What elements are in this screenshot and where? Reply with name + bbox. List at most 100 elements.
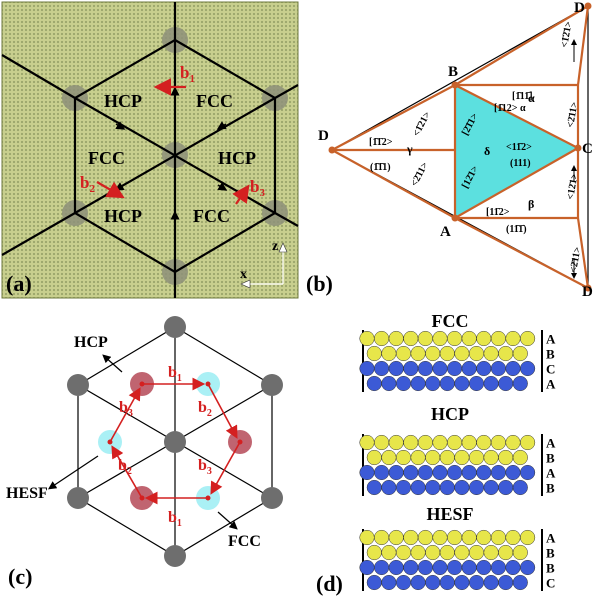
axis-indicator: z x: [240, 239, 288, 289]
region-label-fcc-bottom: FCC: [193, 206, 230, 226]
stack-atom: [461, 330, 477, 347]
dir-inner-right: <11̄2>: [506, 142, 532, 153]
stack-atom: [374, 330, 390, 347]
stack-atom: [447, 434, 463, 451]
pointer-arrows: [48, 354, 238, 530]
stack-atom: [410, 345, 426, 362]
stack-atom: [461, 559, 477, 576]
stack-atom: [439, 479, 455, 496]
circuit-node: [205, 495, 211, 501]
b3-label-a: b3: [250, 177, 265, 199]
b2-arrow: [96, 181, 125, 199]
b1-label-c-bottom: b1: [168, 509, 182, 529]
stack-atom: [403, 529, 419, 546]
stack-atom: [388, 360, 404, 377]
stack-layer-letter: A: [546, 436, 556, 451]
vertex-d-bottom: [584, 284, 592, 292]
stack-atom: [403, 330, 419, 347]
region-label-hcp-bottom: HCP: [104, 206, 142, 226]
stack-atom: [425, 345, 441, 362]
stack-atom: [447, 529, 463, 546]
stack-atom: [381, 449, 397, 466]
line-arrow: [115, 121, 126, 130]
stack-atom: [520, 360, 536, 377]
stack-atom: [388, 559, 404, 576]
stack-atom: [483, 375, 499, 392]
stack-atom: [366, 449, 382, 466]
line-arrow: [216, 121, 227, 130]
vertex-c: [574, 144, 582, 152]
stack-atom: [505, 529, 521, 546]
stack-atom: [476, 464, 492, 481]
stack-atom: [461, 360, 477, 377]
stack-atom: [374, 360, 390, 377]
atom-gray: [261, 487, 283, 509]
vertex-d-left: [328, 146, 336, 154]
stack-atom: [520, 559, 536, 576]
stack-atom: [388, 434, 404, 451]
stack-layer-letter: B: [546, 546, 555, 561]
greek-delta: δ: [484, 144, 490, 158]
dir-bottom-plane: (11̄1̄): [506, 224, 527, 235]
dir-top-mid: [1̄11̄]: [512, 91, 533, 102]
stack-atom: [410, 375, 426, 392]
stack-title: HCP: [431, 404, 469, 424]
vertex-label-d-top: D: [574, 0, 585, 16]
stack-atom: [395, 375, 412, 392]
stack-atom: [512, 574, 528, 591]
line-arrow: [217, 182, 228, 191]
stack-atom: [454, 574, 470, 591]
vertex-label-a: A: [440, 224, 451, 240]
stack-atom: [417, 464, 433, 481]
stack-atom: [417, 434, 433, 451]
label-fcc-c: FCC: [228, 533, 261, 550]
stack-atom: [454, 449, 470, 466]
dir-left: [1̄1̄2>: [369, 137, 393, 148]
stack-atom: [490, 464, 506, 481]
panel-d-tag: (d): [316, 571, 343, 596]
stack-atom: [520, 529, 536, 546]
stack-atom: [366, 544, 382, 561]
stack-atom: [476, 529, 492, 546]
stack-atom: [366, 345, 382, 362]
stack-atom: [505, 360, 521, 377]
circuit-node: [139, 381, 145, 387]
dir-left-lower: <2̄11>: [409, 160, 431, 188]
label-hcp-c: HCP: [74, 334, 108, 351]
stack-atom: [512, 375, 528, 392]
stack-atom: [439, 375, 455, 392]
dir-bottom-right-out: <2̄11>: [568, 246, 583, 274]
stack-atom: [359, 434, 375, 451]
stack-atom: [490, 330, 506, 347]
stack-layer-letter: A: [546, 332, 556, 347]
stack-atom: [359, 330, 375, 347]
b3-arrow: [232, 184, 250, 205]
vertex-d-top: [584, 2, 592, 10]
stack-atom: [381, 345, 397, 362]
stack-atom: [476, 559, 492, 576]
dir-left-plane: (1̄1̄1): [370, 162, 391, 173]
stack-atom: [468, 544, 485, 561]
stack-atom: [410, 449, 426, 466]
stack-atom: [425, 544, 441, 561]
stack-layer-letter: A: [546, 531, 556, 546]
vertex-label-b: B: [448, 64, 458, 80]
stack-atom: [505, 330, 521, 347]
stack-atom: [468, 479, 485, 496]
stack-atom: [410, 574, 426, 591]
stack-atom: [403, 434, 419, 451]
stack-atom: [425, 375, 441, 392]
stack-atom: [505, 559, 521, 576]
stack-atom: [417, 529, 433, 546]
stack-atom: [417, 559, 433, 576]
stack-atom: [468, 449, 485, 466]
stack-atom: [374, 559, 390, 576]
atom-lattice-background: [1, 1, 299, 299]
stack-atom: [403, 360, 419, 377]
vertex-label-d-left: D: [318, 128, 329, 144]
stack-atom: [454, 479, 470, 496]
b2-label-a: b2: [80, 173, 95, 195]
stack-atom: [359, 529, 375, 546]
stack-layer-letter: B: [546, 481, 555, 496]
thompson-inner-triangle: [453, 83, 581, 220]
